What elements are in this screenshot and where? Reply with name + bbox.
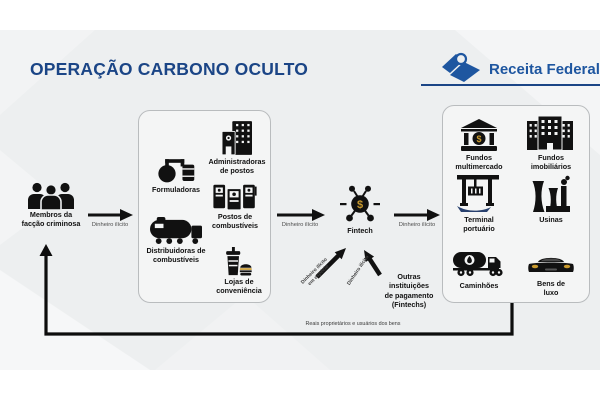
plants-label: Usinas	[539, 215, 563, 224]
formulator-icon	[158, 159, 195, 183]
logo-text: Receita Federal	[489, 61, 600, 78]
arrow2-label: Dinheiro ilícito	[281, 222, 319, 228]
fintech-label: Fintech	[347, 226, 373, 235]
gas-station-admin-icon	[222, 121, 252, 155]
fuel-truck-icon	[453, 252, 503, 277]
bank-dollar-symbol: $	[476, 134, 481, 144]
trucks-label: Caminhões	[459, 281, 499, 290]
fintech-network-icon: $	[340, 185, 380, 222]
bank-fund-icon: $	[461, 119, 497, 151]
power-plant-icon	[532, 175, 570, 212]
return-flow-label: Reais proprietários e usuários dos bens	[305, 321, 401, 327]
port-crane-icon	[457, 175, 499, 212]
criminal-group-icon	[28, 182, 74, 210]
luxury-car-icon	[528, 257, 574, 272]
arrow3-label: Dinheiro ilícito	[398, 222, 436, 228]
arrow1-label: Dinheiro ilícito	[91, 222, 129, 228]
fuel-distributor-truck-icon	[150, 217, 202, 244]
header-divider	[421, 84, 600, 87]
real-estate-buildings-icon	[527, 116, 573, 150]
fintech-dollar-symbol: $	[357, 199, 363, 211]
convenience-store-icon	[226, 247, 252, 276]
fuel-pumps-icon	[213, 184, 257, 210]
page-title: OPERAÇÃO CARBONO OCULTO	[30, 59, 309, 79]
formulators-label: Formuladoras	[152, 185, 200, 194]
receita-federal-emblem-icon	[442, 52, 480, 82]
